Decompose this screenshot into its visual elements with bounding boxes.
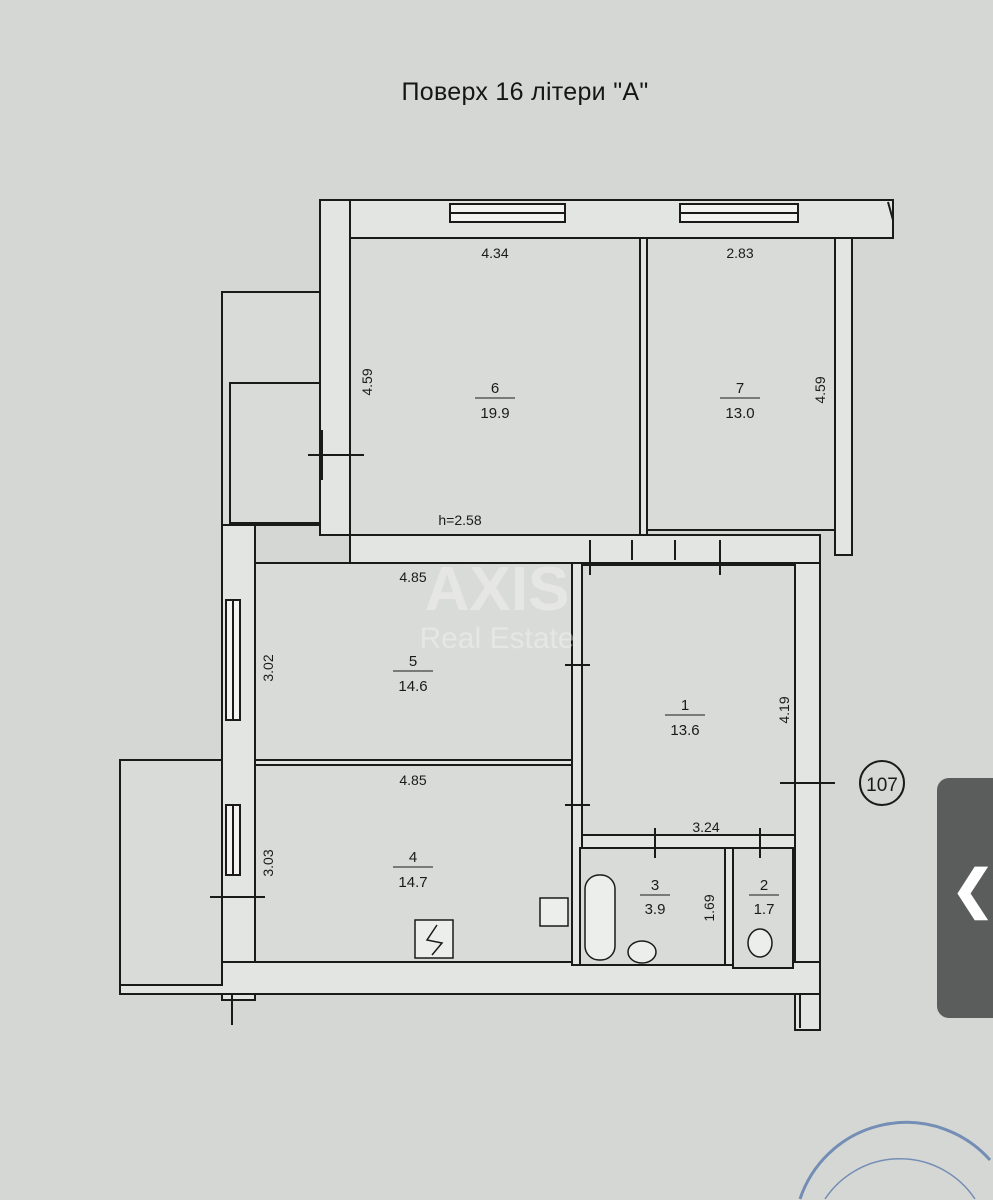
ceiling-height: h=2.58: [438, 512, 481, 528]
room-area: 19.9: [480, 405, 509, 422]
windows: [225, 203, 799, 876]
doors: [210, 201, 894, 1028]
watermark-subtitle: Real Estate: [419, 622, 574, 655]
walls: [119, 199, 894, 1031]
watermark-logo: AXIS: [425, 555, 570, 624]
dimension-label: 4.59: [812, 376, 828, 403]
chevron-left-icon: ❮: [951, 861, 993, 919]
room-5: [254, 562, 573, 761]
room-area: 3.9: [645, 901, 666, 918]
room-number: 2: [760, 877, 768, 894]
room-number: 4: [409, 849, 417, 866]
room-number: 1: [681, 697, 689, 714]
room-area: 1.7: [754, 901, 775, 918]
room-number: 5: [409, 653, 417, 670]
sink-icon: [627, 940, 657, 964]
watermark: AXIS Real Estate: [419, 555, 574, 655]
wall-right-upper: [834, 237, 853, 556]
unit-marker-circle: [859, 760, 905, 806]
fixtures: [414, 874, 773, 964]
dimension-label: 3.03: [260, 849, 276, 876]
room-area: 14.6: [398, 678, 427, 695]
dimension-label: 4.34: [481, 245, 508, 261]
room-number: 6: [491, 380, 499, 397]
side-panel-toggle[interactable]: ❮: [937, 778, 993, 1018]
dimension-label: 2.83: [726, 245, 753, 261]
wall-top: [319, 199, 894, 239]
room-number: 7: [736, 380, 744, 397]
dimension-label: 4.85: [399, 569, 426, 585]
balcony-lower: [119, 759, 223, 986]
room-7: [646, 237, 836, 531]
official-stamp: [798, 1120, 992, 1200]
wall-left: [221, 524, 256, 1001]
room-area: 14.7: [398, 874, 427, 891]
dimension-label: 3.02: [260, 654, 276, 681]
wall-bottom: [119, 961, 821, 995]
dimension-label: 4.19: [776, 696, 792, 723]
boiler-icon: [539, 897, 569, 927]
dimension-label: 1.69: [701, 894, 717, 921]
dimension-label: 3.24: [692, 819, 719, 835]
wall-right-lower: [794, 554, 821, 1031]
room-1: [581, 564, 796, 836]
toilet-icon: [747, 928, 773, 958]
room-area: 13.6: [670, 722, 699, 739]
room-number: 3: [651, 877, 659, 894]
unit-marker: 107: [866, 775, 898, 796]
room-4: [254, 764, 573, 963]
room-6: [349, 237, 641, 536]
room-area: 13.0: [725, 405, 754, 422]
dimension-label: 4.85: [399, 772, 426, 788]
bathtub-icon: [584, 874, 616, 961]
floor-title: Поверх 16 літери "А": [401, 78, 649, 106]
dimension-label: 4.59: [359, 368, 375, 395]
